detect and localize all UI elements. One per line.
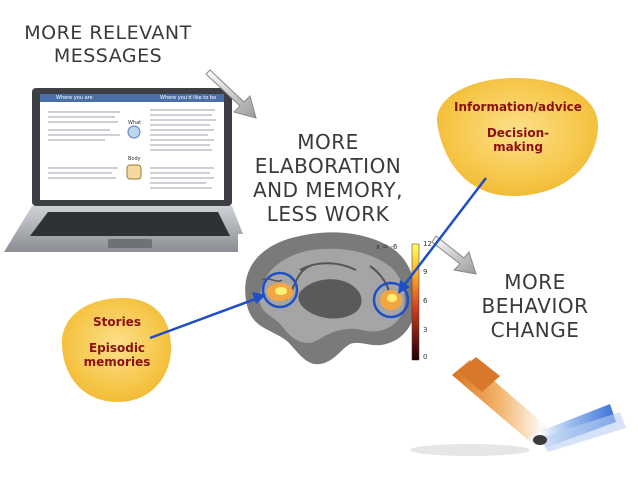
caption-relevant-line2: MESSAGES [53,44,163,67]
info-blob-text: Information/advice Decision- making [438,100,598,154]
screen-header-right: Where you'd like to be [160,95,217,101]
caption-behavior-line1: MORE [504,270,566,294]
info-blob-sub-line1: Decision- [486,126,550,140]
caption-behavior-line2: BEHAVIOR [481,294,589,318]
caption-elaboration: MORE ELABORATION AND MEMORY, LESS WORK [240,130,416,226]
color-scale-bar [411,243,420,361]
scale-label-3: 3 [423,326,428,334]
caption-behavior: MORE BEHAVIOR CHANGE [470,270,600,342]
screen-text-lines [48,109,216,189]
screen-icon-what [127,125,141,139]
caption-elaboration-line4: LESS WORK [266,202,390,226]
gray-arrow-to-center [205,69,257,119]
caption-relevant: MORE RELEVANT MESSAGES [10,22,206,68]
brain-scan [238,232,428,366]
screen-header-left: Where you are [56,95,93,101]
stories-blob-sub-line1: Episodic [88,341,146,355]
screen-section-body: Body [128,156,141,162]
scale-label-6: 6 [423,297,428,305]
gray-arrow-to-behavior [431,235,477,275]
laptop-illustration [4,88,250,252]
laptop-touchpad [108,239,152,248]
stories-blob [61,298,172,402]
broken-cigarette-illustration [410,357,626,456]
screen-icon-body [126,164,142,180]
screen-section-what: What [128,120,142,126]
highlight-circle-left [261,271,299,309]
blue-arrow-stories-to-brain [149,292,266,340]
caption-relevant-line1: MORE RELEVANT [24,22,192,44]
brain-coord-label: x = -6 [376,243,398,251]
info-blob [436,78,599,197]
stories-blob-sub-line2: memories [83,355,151,369]
scale-label-min: 0 [423,353,428,361]
blue-arrow-info-to-brain [398,177,487,294]
scale-label-9: 9 [423,268,428,276]
caption-behavior-line3: CHANGE [490,318,580,342]
screen-header-bar [40,94,224,102]
stories-blob-title: Stories [93,315,141,329]
caption-elaboration-line2: ELABORATION [254,154,402,178]
info-blob-sub-line2: making [493,140,543,154]
scale-label-max: 12 [423,240,432,248]
highlight-circle-right [372,281,410,319]
stories-blob-text: Stories Episodic memories [62,315,172,369]
info-blob-title: Information/advice [454,100,582,114]
caption-elaboration-line3: AND MEMORY, [253,178,403,202]
caption-elaboration-line1: MORE [297,130,359,154]
laptop-keyboard [30,212,230,236]
